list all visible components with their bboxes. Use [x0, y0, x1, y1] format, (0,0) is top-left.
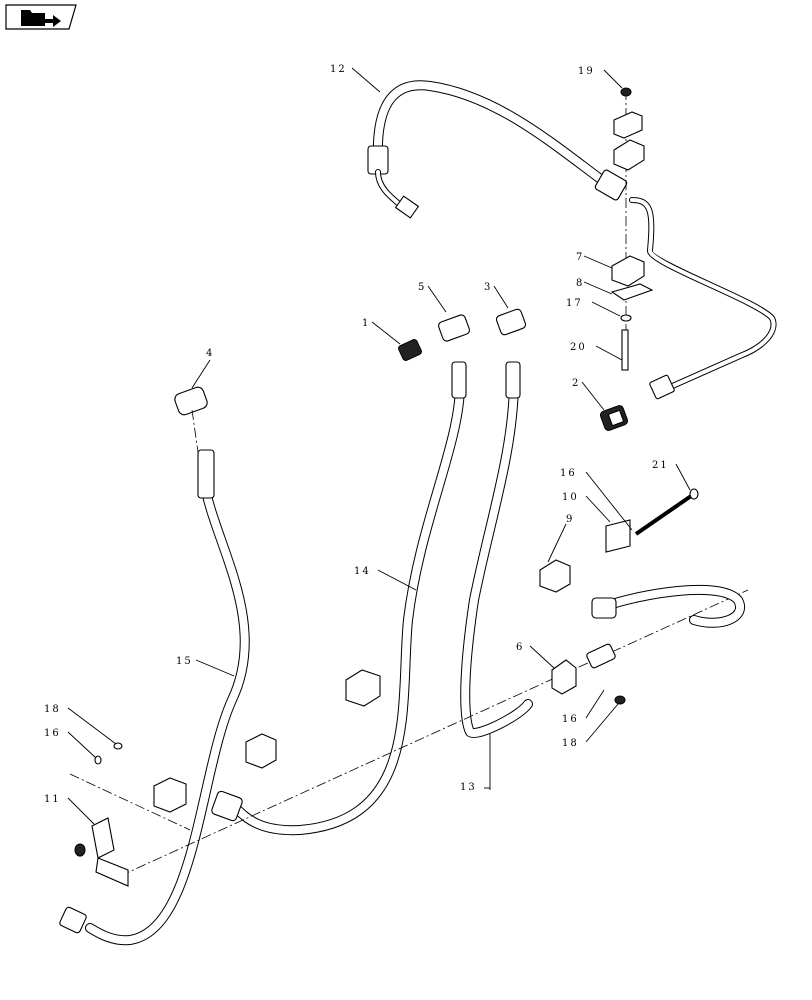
bolt-21 [634, 488, 699, 536]
hose-loop [591, 584, 745, 628]
svg-text:1: 1 [362, 318, 370, 329]
callout-16-right: 16 [562, 689, 605, 725]
callout-18-left: 18 [44, 704, 117, 745]
callout-1: 1 [362, 318, 401, 345]
callout-7: 7 [576, 252, 613, 269]
svg-text:18: 18 [44, 704, 61, 715]
svg-text:21: 21 [652, 460, 669, 471]
callout-11: 11 [44, 794, 95, 825]
svg-text:9: 9 [566, 514, 574, 525]
callout-17: 17 [566, 298, 621, 317]
callout-19: 19 [578, 66, 623, 89]
svg-text:13: 13 [460, 782, 477, 793]
hose-15 [59, 449, 250, 946]
svg-text:15: 15 [176, 656, 193, 667]
svg-text:6: 6 [516, 642, 524, 653]
svg-text:8: 8 [576, 278, 584, 289]
hose-14 [211, 361, 467, 836]
clamp-9 [539, 559, 571, 593]
callout-5: 5 [418, 282, 447, 313]
svg-text:4: 4 [206, 348, 214, 359]
callout-9: 9 [547, 514, 574, 563]
svg-text:12: 12 [330, 64, 347, 75]
callout-3: 3 [484, 282, 509, 309]
svg-text:3: 3 [484, 282, 492, 293]
hose-13 [460, 361, 533, 790]
svg-text:5: 5 [418, 282, 426, 293]
callout-16-top: 16 [560, 468, 633, 531]
bracket-11 [74, 817, 129, 887]
callout-10: 10 [562, 492, 611, 523]
svg-text:18: 18 [562, 738, 579, 749]
fitting-3 [495, 308, 527, 336]
svg-text:19: 19 [578, 66, 595, 77]
clamp-mid [345, 669, 381, 707]
svg-text:16: 16 [562, 714, 579, 725]
callout-2: 2 [572, 378, 605, 411]
washer-16-left [94, 755, 102, 765]
svg-text:17: 17 [566, 298, 583, 309]
svg-text:2: 2 [572, 378, 580, 389]
clamp-lower-a [245, 733, 277, 769]
svg-text:16: 16 [560, 468, 577, 479]
clamp-lower-b [153, 777, 187, 813]
callout-20: 20 [570, 342, 623, 361]
callout-13: 13 [460, 782, 490, 793]
svg-text:14: 14 [354, 566, 371, 577]
clamp-6 [551, 643, 616, 695]
fitting-5 [438, 314, 470, 342]
svg-text:7: 7 [576, 252, 584, 263]
svg-text:10: 10 [562, 492, 579, 503]
callout-16-left: 16 [44, 728, 97, 759]
nut-18 [614, 695, 626, 705]
folder-arrow-icon[interactable] [5, 4, 77, 30]
clamp-10 [605, 519, 631, 553]
svg-text:11: 11 [44, 794, 61, 805]
callout-6: 6 [516, 642, 555, 669]
nut-18-left [113, 742, 123, 750]
callout-15: 15 [176, 656, 235, 677]
callout-21: 21 [652, 460, 691, 491]
callout-4: 4 [191, 348, 214, 389]
steel-tube [629, 197, 777, 400]
svg-text:16: 16 [44, 728, 61, 739]
elbow-fitting-4 [174, 386, 208, 453]
svg-text:20: 20 [570, 342, 587, 353]
callout-18-right: 18 [562, 703, 619, 749]
hose-12 [367, 80, 628, 219]
fitting-1 [398, 339, 422, 361]
callout-8: 8 [576, 278, 613, 295]
fitting-2 [599, 405, 629, 431]
callout-12: 12 [330, 64, 381, 93]
clamp-stack-upper [610, 87, 654, 371]
callout-14: 14 [354, 566, 417, 591]
